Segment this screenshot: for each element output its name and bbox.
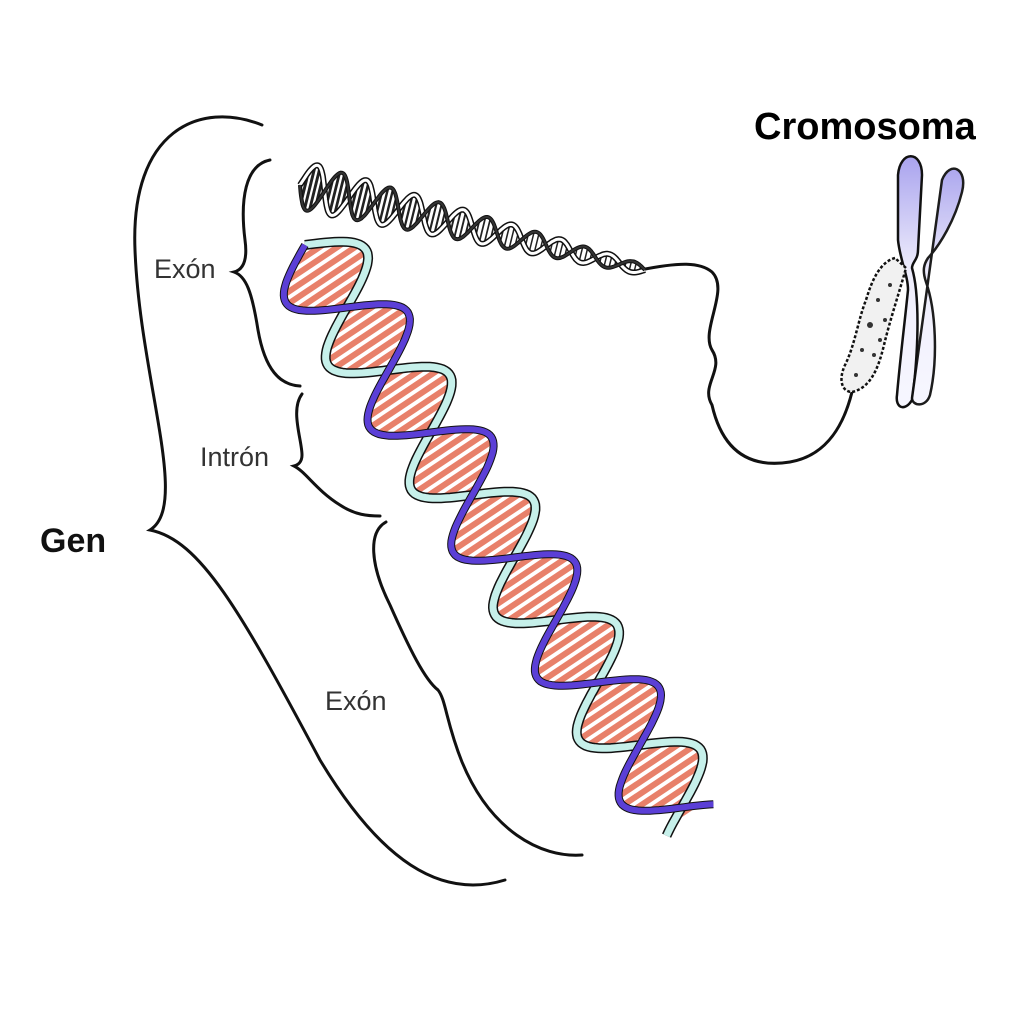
base-pair	[579, 676, 636, 717]
base-pair	[383, 188, 395, 225]
base-pair	[503, 224, 511, 248]
base-pair	[585, 694, 663, 749]
chromatid-right	[910, 167, 965, 406]
dna-thread	[639, 262, 854, 465]
base-pair	[376, 382, 454, 437]
base-pair	[367, 371, 452, 431]
base-pair	[453, 209, 463, 239]
base-pair	[343, 328, 410, 376]
backbone-strand	[304, 238, 707, 838]
intron-brace	[289, 392, 382, 518]
base-pair	[494, 551, 556, 596]
base-pair	[616, 742, 698, 799]
base-pair	[308, 166, 322, 211]
gene-label: Gen	[40, 522, 107, 560]
base-pair	[311, 275, 365, 314]
base-pair	[303, 165, 317, 210]
base-pair	[365, 366, 443, 420]
base-pair	[370, 364, 427, 406]
decondensed-chromatin	[840, 256, 908, 394]
base-pair	[412, 437, 495, 496]
base-pair	[458, 211, 467, 240]
base-pair	[450, 495, 534, 554]
base-pair	[576, 684, 661, 743]
base-pair	[504, 571, 579, 625]
chromosome-label: Cromosoma	[754, 106, 976, 148]
base-pair	[600, 708, 659, 751]
base-pair	[409, 426, 476, 474]
base-pair	[353, 180, 366, 220]
base-pair	[324, 306, 407, 365]
base-pair	[534, 614, 604, 664]
base-pair	[285, 248, 369, 307]
base-pair	[423, 449, 495, 501]
base-pair	[491, 554, 570, 610]
chromosome-icon	[840, 155, 965, 409]
backbone-strand	[280, 243, 714, 814]
intron-label: Intrón	[200, 442, 270, 472]
base-pair	[471, 518, 535, 564]
base-pair	[621, 749, 704, 808]
base-pair	[295, 260, 370, 313]
base-pair	[433, 203, 443, 235]
base-pair	[528, 231, 535, 253]
dna-double-helix	[279, 236, 714, 838]
exon-bottom-brace	[372, 520, 584, 857]
backbone-strand	[299, 171, 646, 271]
base-pair	[333, 174, 346, 216]
exon-top-brace	[228, 158, 302, 388]
base-pair	[551, 639, 620, 688]
base-pair	[575, 678, 651, 732]
base-pair	[520, 587, 574, 626]
base-pair	[282, 241, 361, 298]
base-pair	[428, 202, 438, 234]
gene-brace	[133, 115, 507, 887]
base-pair	[539, 627, 621, 685]
condensed-dna-helix	[297, 162, 647, 276]
base-pair	[632, 761, 704, 813]
base-pair	[328, 172, 341, 215]
exon-bottom-label: Exón	[325, 686, 387, 716]
base-pair	[478, 216, 487, 243]
base-pair	[285, 239, 347, 284]
base-pair	[457, 504, 538, 561]
base-pair	[483, 218, 492, 244]
base-pair	[450, 490, 523, 542]
base-pair	[330, 315, 412, 372]
base-pair	[508, 225, 516, 249]
base-pair	[325, 302, 395, 352]
base-pair	[533, 618, 616, 677]
base-pair	[378, 187, 390, 224]
base-pair	[358, 181, 370, 220]
base-pair	[407, 430, 489, 487]
base-pair	[408, 196, 419, 230]
base-pair	[391, 396, 450, 439]
base-pair	[619, 739, 684, 786]
base-pair	[403, 194, 414, 229]
exon-top-label: Exón	[154, 254, 216, 284]
base-pair	[494, 560, 578, 620]
